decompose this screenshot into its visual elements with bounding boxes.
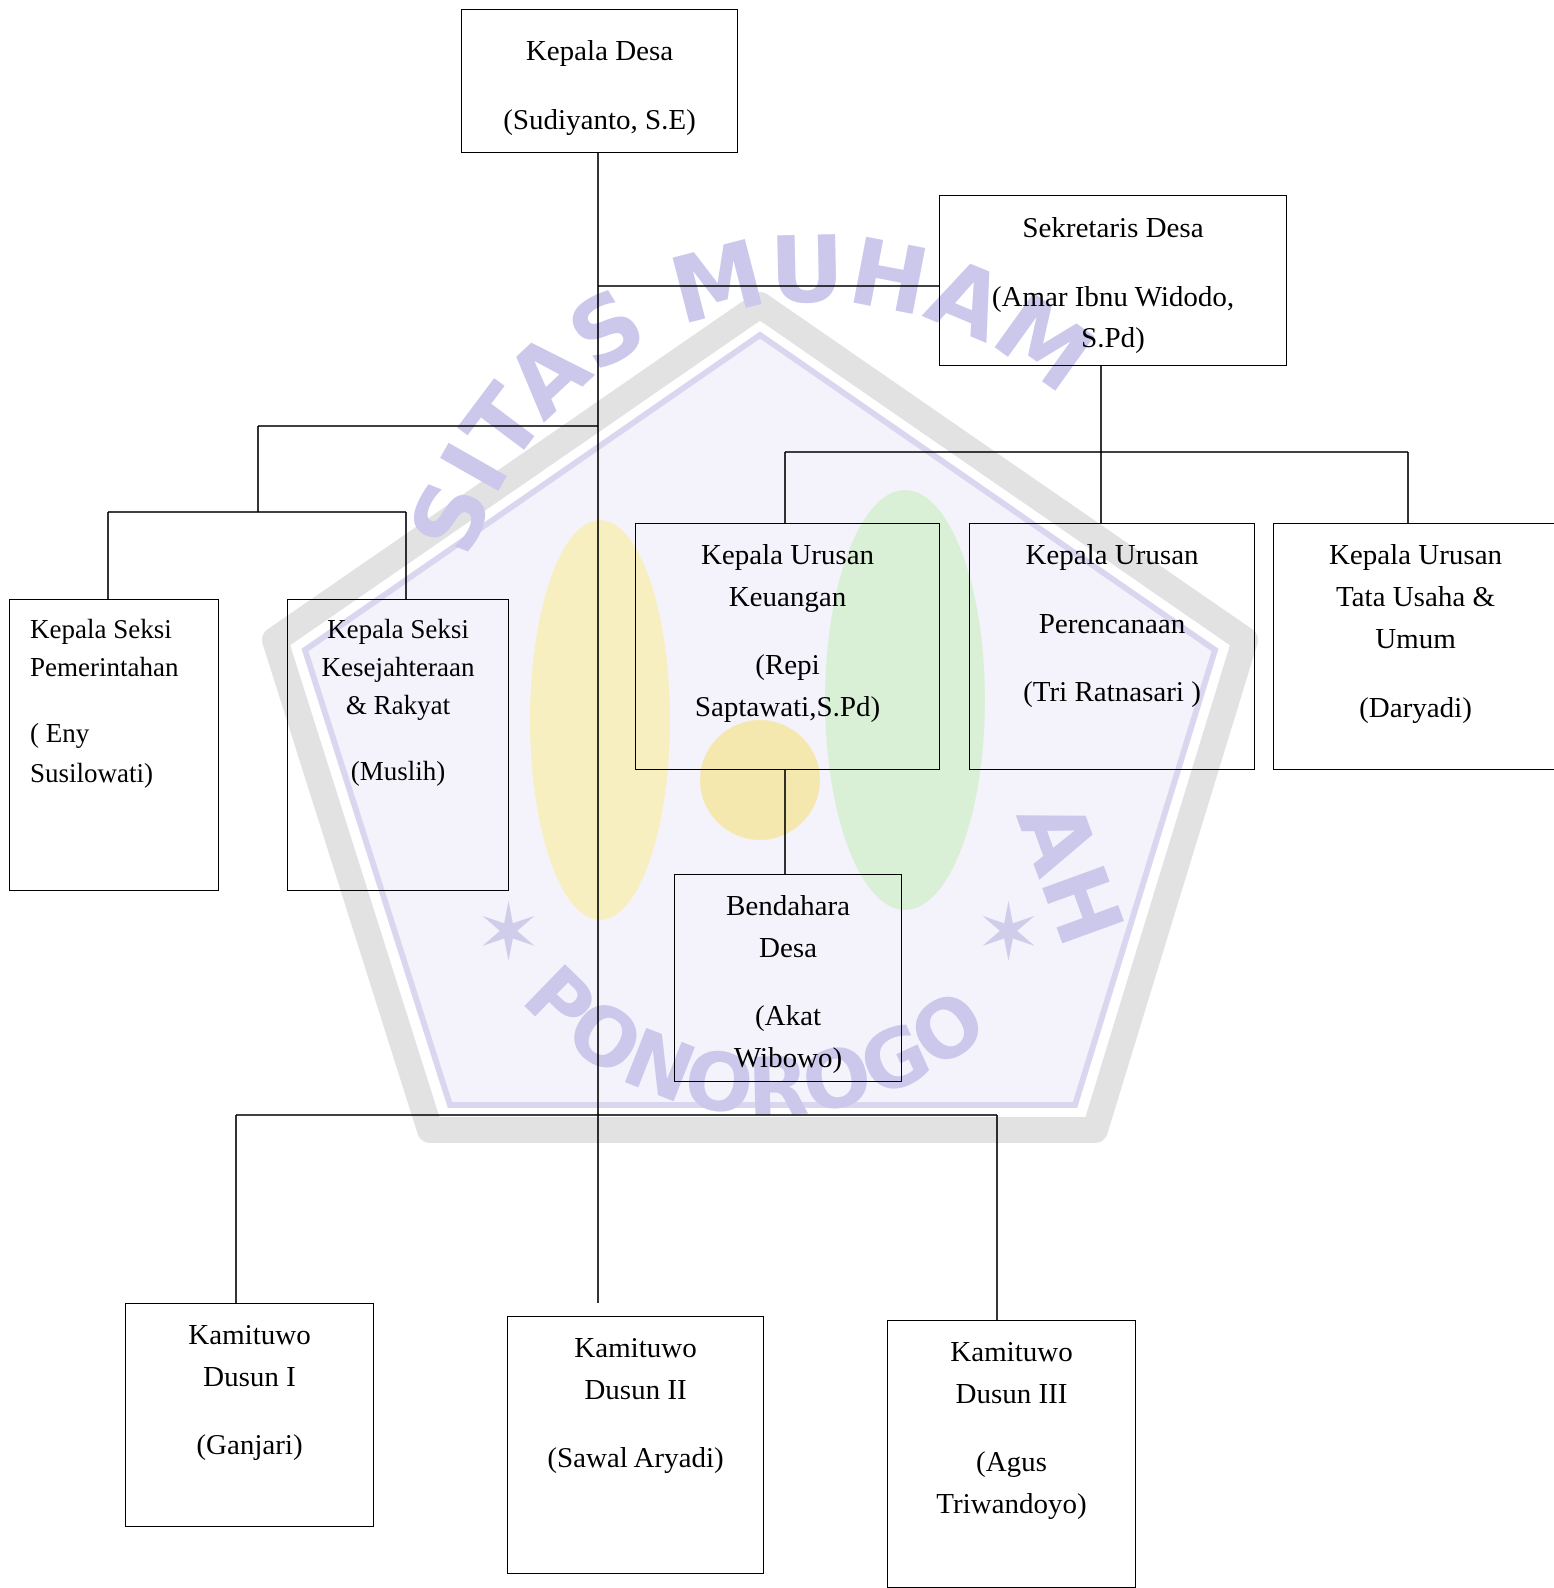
dusun-1-title-1: Kamituwo: [188, 1319, 311, 1351]
bendahara-title-2: Desa: [759, 932, 817, 964]
seksi-kesejahteraan-title-2: Kesejahteraan: [321, 652, 475, 682]
dusun-3-name-2: Triwandoyo): [936, 1488, 1087, 1520]
seksi-pemerintahan-title-2: Pemerintahan: [30, 652, 179, 682]
urusan-tata-usaha-title-1: Kepala Urusan: [1328, 539, 1503, 571]
kepala-desa-box: Kepala Desa (Sudiyanto, S.E): [461, 9, 738, 153]
kepala-seksi-pemerintahan-box: Kepala Seksi Pemerintahan ( Eny Susilowa…: [9, 599, 219, 891]
kamituwo-dusun-1-box: Kamituwo Dusun I (Ganjari): [125, 1303, 374, 1527]
bendahara-title-1: Bendahara: [726, 890, 850, 922]
bendahara-name-1: (Akat: [754, 1000, 822, 1032]
urusan-tata-usaha-title-3: Umum: [1375, 623, 1456, 655]
seksi-pemerintahan-name-2: Susilowati): [30, 758, 154, 788]
urusan-perencanaan-title-2: Perencanaan: [1038, 608, 1186, 640]
kepala-seksi-kesejahteraan-box: Kepala Seksi Kesejahteraan & Rakyat (Mus…: [287, 599, 509, 891]
sekretaris-desa-box: Sekretaris Desa (Amar Ibnu Widodo, S.Pd): [939, 195, 1287, 366]
kepala-urusan-keuangan-box: Kepala Urusan Keuangan (Repi Saptawati,S…: [635, 523, 940, 770]
kepala-urusan-perencanaan-box: Kepala Urusan Perencanaan (Tri Ratnasari…: [969, 523, 1255, 770]
dusun-3-name-1: (Agus: [976, 1446, 1047, 1478]
seksi-pemerintahan-name-1: ( Eny: [30, 718, 90, 748]
bendahara-name-2: Wibowo): [733, 1042, 843, 1074]
dusun-2-title-1: Kamituwo: [574, 1332, 697, 1364]
seksi-kesejahteraan-title-3: & Rakyat: [345, 690, 451, 720]
sekretaris-title: Sekretaris Desa: [1022, 212, 1204, 244]
urusan-keuangan-name-2: Saptawati,S.Pd): [694, 691, 881, 723]
seksi-pemerintahan-title-1: Kepala Seksi: [30, 614, 172, 644]
urusan-perencanaan-name: (Tri Ratnasari ): [1023, 676, 1201, 708]
urusan-tata-usaha-title-2: Tata Usaha &: [1335, 581, 1496, 613]
bendahara-desa-box: Bendahara Desa (Akat Wibowo): [674, 874, 902, 1082]
dusun-1-title-2: Dusun I: [203, 1361, 296, 1393]
urusan-tata-usaha-name: (Daryadi): [1359, 692, 1472, 724]
kepala-desa-name: (Sudiyanto, S.E): [503, 104, 696, 136]
urusan-keuangan-title-2: Keuangan: [728, 581, 847, 613]
urusan-keuangan-title-1: Kepala Urusan: [700, 539, 875, 571]
kamituwo-dusun-2-box: Kamituwo Dusun II (Sawal Aryadi): [507, 1316, 764, 1574]
kepala-desa-title: Kepala Desa: [525, 35, 674, 67]
kepala-urusan-tata-usaha-box: Kepala Urusan Tata Usaha & Umum (Daryadi…: [1273, 523, 1554, 770]
seksi-kesejahteraan-title-1: Kepala Seksi: [327, 614, 469, 644]
sekretaris-name-2: S.Pd): [1081, 322, 1145, 354]
urusan-keuangan-name-1: (Repi: [755, 649, 820, 681]
urusan-perencanaan-title-1: Kepala Urusan: [1025, 539, 1199, 571]
dusun-2-title-2: Dusun II: [584, 1374, 687, 1406]
kamituwo-dusun-3-box: Kamituwo Dusun III (Agus Triwandoyo): [887, 1320, 1136, 1588]
sekretaris-name-1: (Amar Ibnu Widodo,: [991, 281, 1235, 313]
dusun-1-name: (Ganjari): [196, 1429, 303, 1461]
dusun-3-title-1: Kamituwo: [950, 1336, 1073, 1368]
seksi-kesejahteraan-name: (Muslih): [350, 756, 446, 786]
dusun-3-title-2: Dusun III: [955, 1378, 1068, 1410]
dusun-2-name: (Sawal Aryadi): [547, 1442, 724, 1474]
